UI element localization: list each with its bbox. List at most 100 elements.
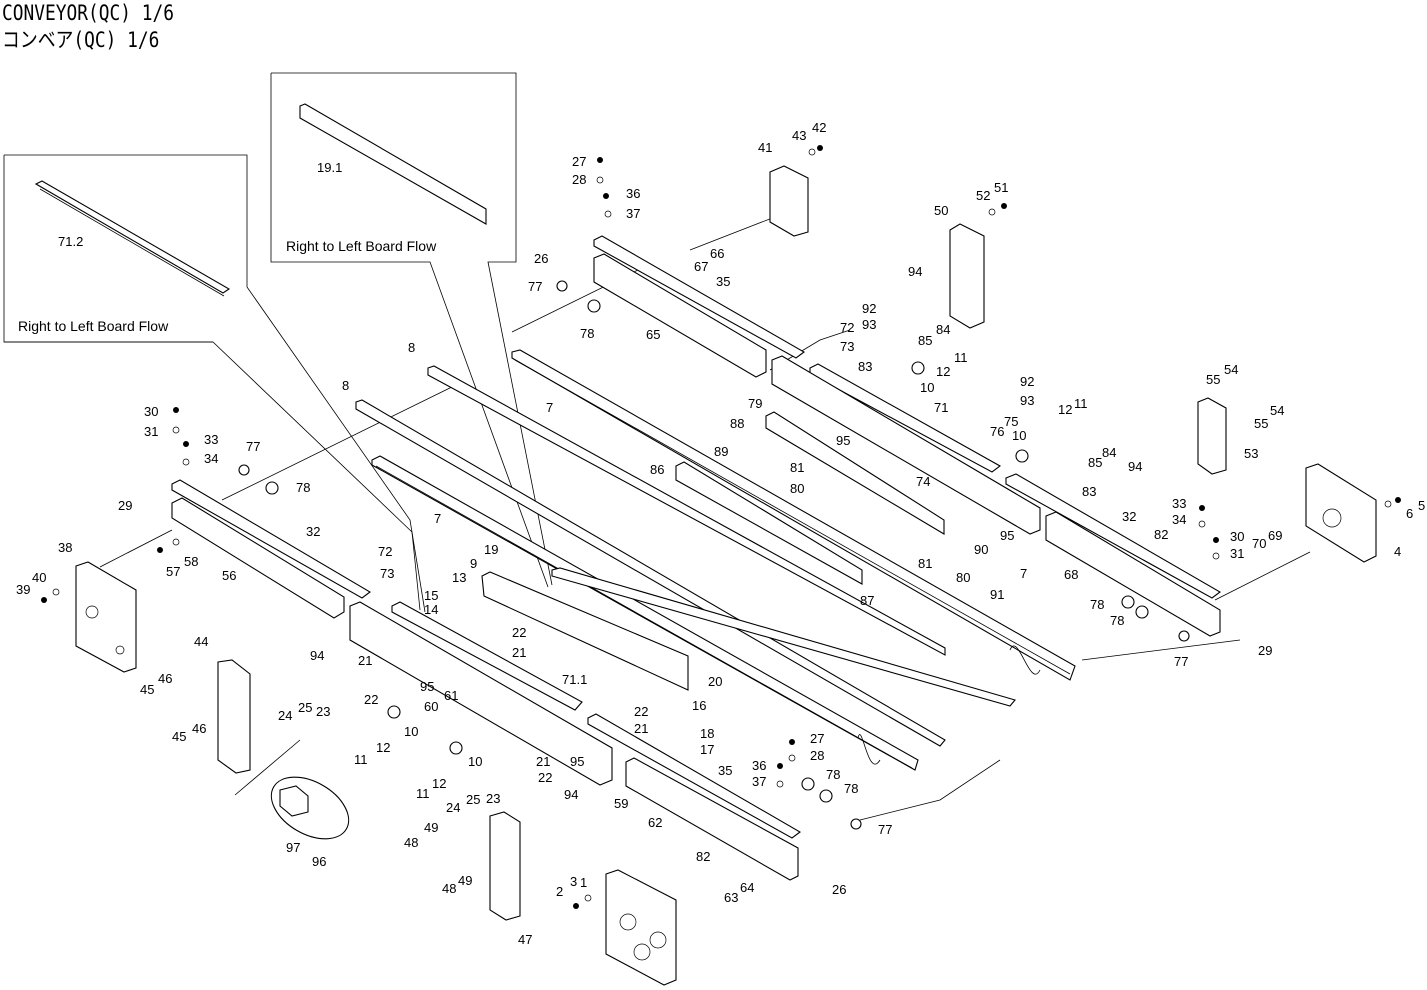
label-25b: 25	[466, 792, 480, 807]
label-34b: 34	[1172, 512, 1186, 527]
label-89: 89	[714, 444, 728, 459]
label-92a: 92	[862, 301, 876, 316]
rail-32-left	[171, 479, 371, 599]
label-30b: 30	[1230, 529, 1244, 544]
label-36a: 36	[626, 186, 640, 201]
label-78e: 78	[826, 767, 840, 782]
label-49b: 49	[458, 873, 472, 888]
fasteners	[41, 145, 1401, 909]
end-plate-38	[75, 561, 137, 673]
sensor-97	[279, 785, 309, 817]
label-27b: 27	[810, 731, 824, 746]
label-24b: 24	[446, 800, 460, 815]
rear-assembly	[593, 165, 1377, 637]
label-11d: 11	[416, 786, 430, 801]
label-88: 88	[730, 416, 744, 431]
label-7b: 7	[434, 511, 441, 526]
label-78f: 78	[844, 781, 858, 796]
label-17: 17	[700, 742, 714, 757]
label-45b: 45	[172, 729, 186, 744]
label-35b: 35	[718, 763, 732, 778]
label-62: 62	[648, 815, 662, 830]
label-72b: 72	[378, 544, 392, 559]
label-5: 5	[1418, 498, 1425, 513]
label-28a: 28	[572, 172, 586, 187]
rail-32-right	[1005, 473, 1221, 599]
label-48b: 48	[442, 881, 456, 896]
end-plate-4	[1305, 463, 1377, 563]
title-line-japanese: コンベア(QC) 1/6	[2, 28, 160, 52]
label-59: 59	[614, 796, 628, 811]
rail-71-1	[391, 601, 583, 711]
label-40: 40	[32, 570, 46, 585]
rail-65	[593, 253, 767, 378]
label-21d: 21	[536, 754, 550, 769]
label-37b: 37	[752, 774, 766, 789]
label-42: 42	[812, 120, 826, 135]
label-86: 86	[650, 462, 664, 477]
label-44: 44	[194, 634, 208, 649]
label-10a: 10	[920, 380, 934, 395]
label-34a: 34	[204, 451, 218, 466]
label-54a: 54	[1224, 362, 1238, 377]
label-68: 68	[1064, 567, 1078, 582]
label-48a: 48	[404, 835, 418, 850]
rail-9-19	[481, 571, 689, 691]
label-12b: 12	[1058, 402, 1072, 417]
label-4: 4	[1394, 544, 1401, 559]
label-12d: 12	[432, 776, 446, 791]
belt-7-lower	[371, 455, 919, 771]
label-78a: 78	[580, 326, 594, 341]
label-33a: 33	[204, 432, 218, 447]
rail-8-lower	[355, 399, 946, 747]
label-67: 67	[694, 259, 708, 274]
label-19: 19	[484, 542, 498, 557]
rail-35-front	[587, 713, 801, 839]
belt-7-mid	[551, 567, 1016, 707]
label-66: 66	[710, 246, 724, 261]
bar-79	[765, 411, 945, 535]
label-33b: 33	[1172, 496, 1186, 511]
label-80a: 80	[790, 481, 804, 496]
label-28b: 28	[810, 748, 824, 763]
label-22a: 22	[512, 625, 526, 640]
label-78b: 78	[296, 480, 310, 495]
label-51: 51	[994, 180, 1008, 195]
long-rails	[355, 349, 1076, 771]
label-10b: 10	[1012, 428, 1026, 443]
label-10d: 10	[468, 754, 482, 769]
label-72a: 72	[840, 320, 854, 335]
plate-86	[675, 461, 863, 585]
label-95d: 95	[570, 754, 584, 769]
bracket-47	[489, 811, 521, 921]
rail-8-upper	[427, 365, 946, 656]
label-96: 96	[312, 854, 326, 869]
label-14: 14	[424, 602, 438, 617]
rail-35-rear	[593, 235, 805, 359]
label-61: 61	[444, 688, 458, 703]
label-49a: 49	[424, 820, 438, 835]
label-50: 50	[934, 203, 948, 218]
label-18: 18	[700, 726, 714, 741]
label-16: 16	[692, 698, 706, 713]
label-94d: 94	[564, 787, 578, 802]
label-94c: 94	[310, 648, 324, 663]
rail-74	[771, 355, 1041, 535]
label-31b: 31	[1230, 546, 1244, 561]
bracket-53	[1197, 397, 1227, 475]
label-13: 13	[452, 570, 466, 585]
label-22c: 22	[634, 704, 648, 719]
label-70: 70	[1252, 536, 1266, 551]
bracket-41	[769, 165, 809, 237]
label-11c: 11	[354, 752, 368, 767]
label-75: 75	[1004, 414, 1018, 429]
toothed-rail-detail-71-2	[34, 180, 231, 294]
end-plate-1	[605, 869, 677, 986]
label-93a: 93	[862, 317, 876, 332]
label-36b: 36	[752, 758, 766, 773]
label-94b: 94	[1128, 459, 1142, 474]
label-6: 6	[1406, 506, 1413, 521]
label-57: 57	[166, 564, 180, 579]
label-63: 63	[724, 890, 738, 905]
